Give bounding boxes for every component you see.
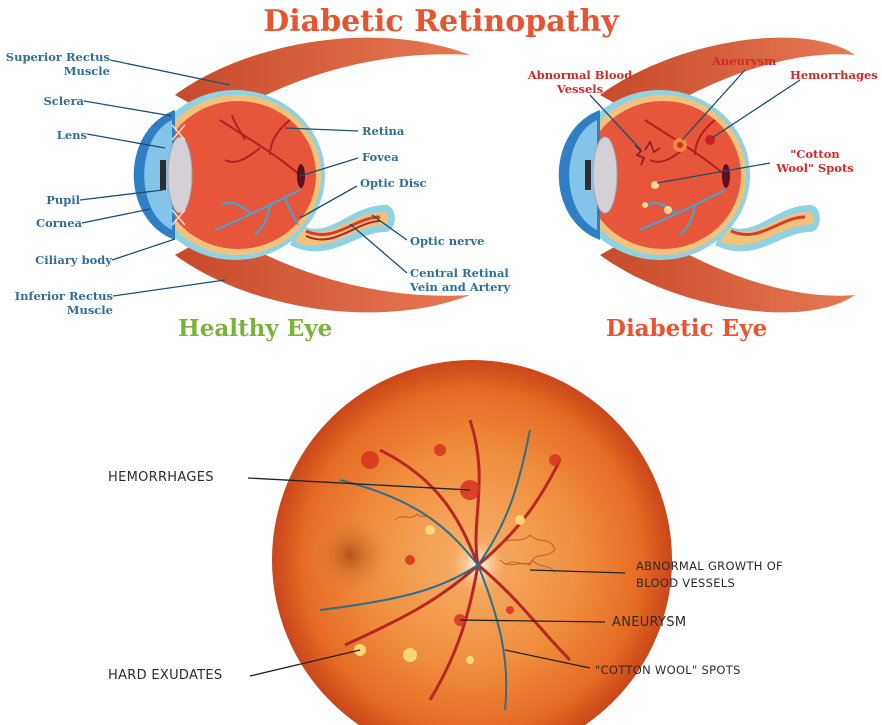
label-abnormal-blood-vessels: Abnormal Blood Vessels xyxy=(520,68,640,96)
label-cotton-wool-top: "Cotton Wool" Spots xyxy=(770,147,860,175)
label-sclera: Sclera xyxy=(20,94,84,108)
label-lens: Lens xyxy=(20,128,87,142)
label-fundus-aneurysm: ANEURYSM xyxy=(612,614,686,631)
diabetic-eye-caption: Diabetic Eye xyxy=(606,315,767,342)
label-retina: Retina xyxy=(362,124,404,138)
label-inferior-rectus: Inferior Rectus Muscle xyxy=(0,289,113,317)
label-fundus-cotton-wool: "COTTON WOOL" SPOTS xyxy=(595,662,741,679)
healthy-eye-caption: Healthy Eye xyxy=(178,315,332,342)
label-fovea: Fovea xyxy=(362,150,399,164)
label-fundus-abnormal-growth: ABNORMAL GROWTH OF BLOOD VESSELS xyxy=(636,558,786,592)
label-fundus-hemorrhages: HEMORRHAGES xyxy=(108,469,214,486)
label-central-retinal: Central Retinal Vein and Artery xyxy=(410,266,520,294)
lens xyxy=(168,137,192,213)
label-ciliary-body: Ciliary body xyxy=(0,253,112,267)
label-fundus-hard-exudates: HARD EXUDATES xyxy=(108,667,222,684)
label-aneurysm-top: Aneurysm xyxy=(712,54,776,68)
label-optic-nerve: Optic nerve xyxy=(410,234,484,248)
label-pupil: Pupil xyxy=(20,193,80,207)
label-superior-rectus: Superior Rectus Muscle xyxy=(0,50,110,78)
label-cornea: Cornea xyxy=(10,216,82,230)
label-optic-disc: Optic Disc xyxy=(360,176,427,190)
label-hemorrhages-top: Hemorrhages xyxy=(790,68,878,82)
